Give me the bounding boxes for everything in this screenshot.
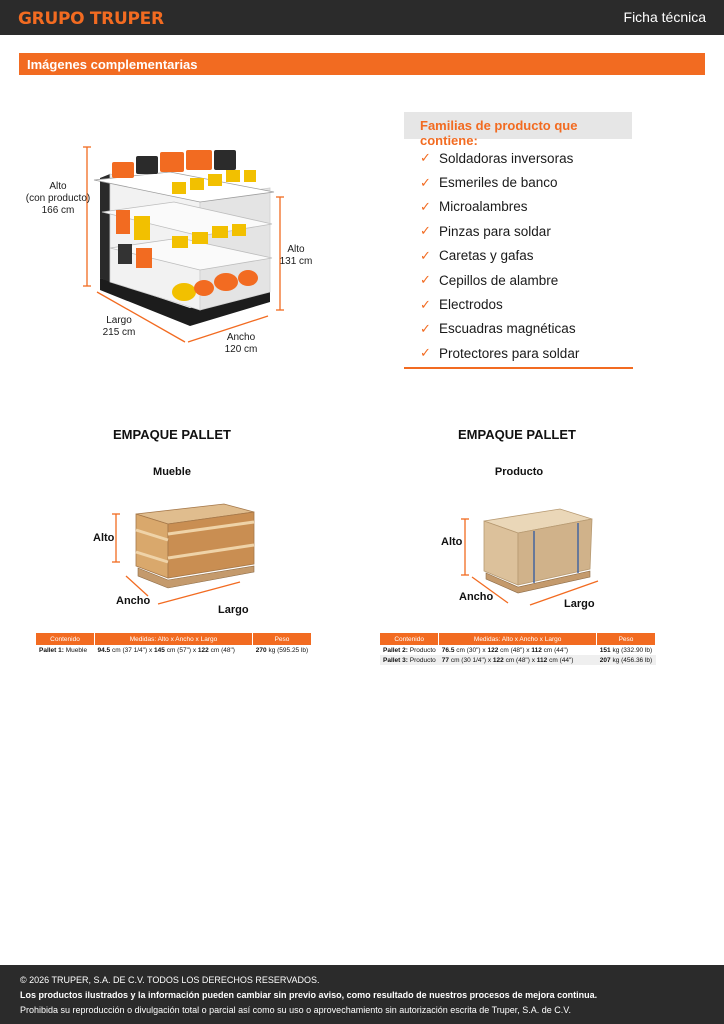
check-icon: ✓ [420,198,431,214]
cell-peso: 151 kg (332.90 lb) [599,646,653,654]
top-bar: GRUPO TRUPER Ficha técnica [0,0,724,35]
footer-copyright: © 2026 TRUPER, S.A. DE C.V. TODOS LOS DE… [20,975,320,985]
pallet-left-table: Contenido Medidas: Alto x Ancho x Largo … [36,633,312,655]
list-item: ✓Caretas y gafas [420,247,534,264]
col-peso: Peso [252,633,312,645]
pallet-right-largo: Largo [564,598,595,610]
col-contenido: Contenido [380,633,440,645]
doc-type-label: Ficha técnica [623,9,706,25]
families-title-box: Familias de producto que contiene: [404,112,632,148]
list-item: ✓Electrodos [420,296,503,313]
pallet-left-largo: Largo [218,604,249,616]
dim-alto-total: Alto (con producto) 166 cm [25,181,91,216]
list-item: ✓Protectores para soldar [420,345,580,361]
crate-image [112,503,255,605]
table-row: Pallet 2: Producto 76.5 cm (30") x 122 c… [380,645,656,655]
box-image [461,508,599,606]
check-icon: ✓ [420,320,431,336]
display-stand-image [83,146,284,343]
dim-ancho: Ancho 120 cm [224,332,258,355]
list-item: ✓Pinzas para soldar [420,223,551,239]
table-row: Pallet 1: Mueble 94.5 cm (37 1/4") x 145… [36,645,312,655]
families-divider [404,367,633,369]
table-header-row: Contenido Medidas: Alto x Ancho x Largo … [36,633,312,645]
col-contenido: Contenido [36,633,95,645]
cell-contenido: Pallet 2: Producto [383,646,436,654]
pallet-left-subtitle: Mueble [153,466,191,478]
cell-contenido: Pallet 3: Producto [380,655,439,665]
footer: © 2026 TRUPER, S.A. DE C.V. TODOS LOS DE… [0,965,724,1024]
brand-logo: GRUPO TRUPER [18,9,164,29]
pallet-right-ancho: Ancho [459,591,494,603]
cell-peso: 270 kg (595.25 lb) [255,646,309,654]
list-item: ✓Soldadoras inversoras [420,150,574,166]
col-medidas: Medidas: Alto x Ancho x Largo [438,633,597,645]
check-icon: ✓ [420,174,431,190]
pallet-right-subtitle: Producto [494,466,544,478]
cell-contenido: Pallet 1: Mueble [39,646,88,654]
pallet-left-ancho: Ancho [116,595,151,607]
families-title: Familias de producto que contiene: [420,118,578,148]
list-item: ✓Cepillos de alambre [420,272,559,288]
section-title: Imágenes complementarias [27,57,198,72]
pallet-left-alto: Alto [93,532,115,544]
table-header-row: Contenido Medidas: Alto x Ancho x Largo … [380,633,656,645]
footer-legal: Prohibida su reproducción o divulgación … [20,1005,571,1015]
check-icon: ✓ [420,150,431,166]
section-header: Imágenes complementarias [19,53,705,75]
cell-medidas: 94.5 cm (37 1/4") x 145 cm (57") x 122 c… [97,646,235,654]
pallet-right-table: Contenido Medidas: Alto x Ancho x Largo … [380,633,656,665]
families-list: ✓Soldadoras inversoras ✓Esmeriles de ban… [420,146,579,366]
pallet-left-title: EMPAQUE PALLET [113,427,231,442]
table-row: Pallet 3: Producto 77 cm (30 1/4") x 122… [380,655,656,665]
list-item: ✓Esmeriles de banco [420,174,558,191]
list-item: ✓Escuadras magnéticas [420,320,576,337]
cell-peso: 207 kg (456.36 lb) [596,655,656,665]
check-icon: ✓ [420,296,431,312]
cell-medidas: 76.5 cm (30") x 122 cm (48") x 112 cm (4… [441,646,569,654]
pallet-right-alto: Alto [441,536,463,548]
pallet-right-title: EMPAQUE PALLET [458,427,576,442]
check-icon: ✓ [420,247,431,263]
dim-largo: Largo 215 cm [102,315,136,338]
dim-alto: Alto 131 cm [279,244,313,267]
list-item: ✓Microalambres [420,198,528,215]
check-icon: ✓ [420,223,431,239]
col-peso: Peso [596,633,656,645]
check-icon: ✓ [420,272,431,288]
check-icon: ✓ [420,345,431,361]
footer-notice: Los productos ilustrados y la informació… [20,990,598,1000]
col-medidas: Medidas: Alto x Ancho x Largo [94,633,253,645]
cell-medidas: 77 cm (30 1/4") x 122 cm (48") x 112 cm … [438,655,597,665]
